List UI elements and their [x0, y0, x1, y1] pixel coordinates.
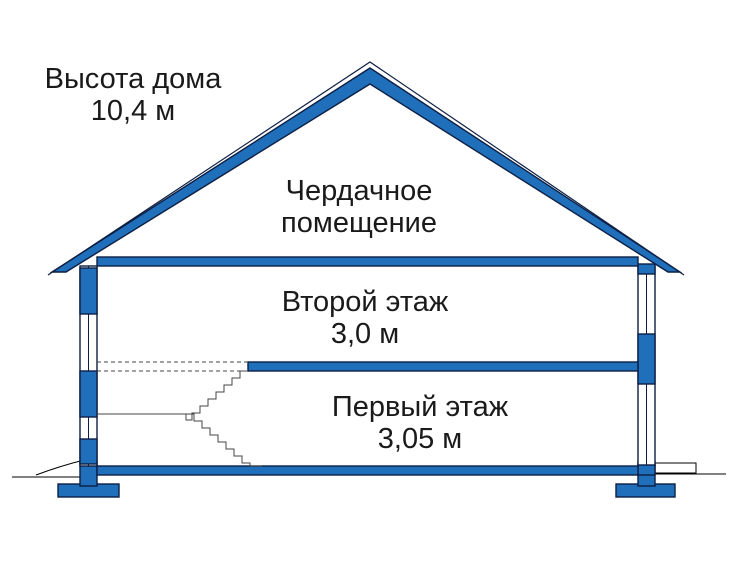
- roof: [47, 61, 685, 276]
- floor-slabs: [96, 256, 639, 476]
- left-wall: [79, 265, 98, 467]
- ground-floor-slab: [96, 465, 639, 476]
- house-height-title: Высота дома: [44, 63, 222, 95]
- first-floor-label: Первый этаж 3,05 м: [300, 391, 540, 455]
- attic-label-line1: Чердачное: [285, 175, 433, 207]
- second-floor-height: 3,0 м: [330, 318, 400, 350]
- attic-floor-slab: [96, 256, 639, 267]
- attic-label-line2: помещение: [281, 207, 437, 239]
- house-height-label: Высота дома 10,4 м: [18, 63, 248, 127]
- second-floor-label: Второй этаж 3,0 м: [240, 286, 490, 350]
- first-floor-title: Первый этаж: [331, 391, 509, 423]
- second-floor-title: Второй этаж: [281, 286, 449, 318]
- attic-label: Чердачное помещение: [240, 175, 478, 239]
- staircase: [97, 361, 262, 467]
- house-height-value: 10,4 м: [90, 95, 176, 127]
- first-floor-height: 3,05 м: [377, 423, 463, 455]
- second-floor-slab: [247, 361, 639, 372]
- right-wall: [637, 263, 656, 476]
